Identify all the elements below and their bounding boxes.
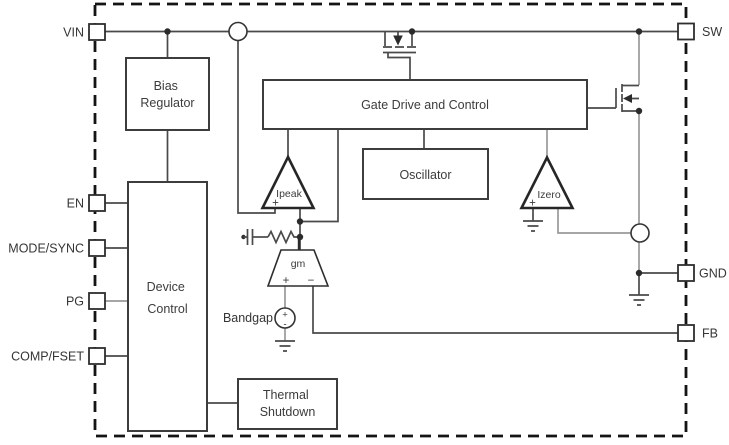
device-control-label: Device Control — [147, 280, 189, 316]
ipeak-plus-wire — [237, 41, 276, 214]
vin-pin — [88, 23, 106, 41]
pin-label-pg: PG — [66, 295, 84, 309]
pin-label-en: EN — [67, 197, 84, 211]
fb-wire — [312, 286, 678, 334]
comp-node-stub — [300, 129, 339, 223]
pin-label-comp-fset: COMP/FSET — [11, 350, 84, 364]
junction-dot — [635, 269, 643, 277]
gate-drive-block — [262, 79, 588, 130]
mode-sync-pin — [88, 239, 106, 257]
ground-icon — [523, 220, 543, 232]
junction-dot — [635, 28, 643, 35]
bandgap-label: Bandgap — [223, 311, 273, 325]
gm-plus-sign: + — [283, 275, 290, 287]
junction-dot — [296, 218, 304, 225]
fb-pin — [677, 324, 695, 342]
pg-pin — [88, 292, 106, 310]
source-minus-sign: - — [283, 320, 286, 331]
en-pin — [88, 194, 106, 212]
bias-regulator-block — [125, 57, 210, 131]
ic-boundary — [93, 2, 688, 438]
pmos-transistor-icon — [383, 31, 416, 80]
pin-label-fb: FB — [702, 327, 718, 341]
junction-dot — [164, 28, 171, 35]
ipeak-label: Ipeak — [276, 188, 302, 200]
pin-leads — [103, 202, 128, 357]
current-sense-icon — [228, 21, 248, 42]
ground-icon — [275, 340, 295, 352]
ipeak-comparator: Ipeak + — [260, 154, 316, 210]
junction-dot — [408, 28, 416, 35]
pmos-gate-lead — [387, 52, 411, 80]
source-plus-sign: + — [282, 310, 288, 321]
sw-pin — [677, 22, 695, 41]
gm-error-amplifier: gm + − — [266, 249, 330, 287]
capacitor-icon — [246, 229, 254, 245]
junction-dot — [635, 107, 643, 115]
device-control-block — [127, 181, 208, 432]
bandgap-voltage-source-icon: + - — [274, 307, 296, 331]
resistor-icon — [267, 229, 300, 245]
thermal-shutdown-block — [237, 378, 338, 430]
ground-icon — [629, 294, 649, 306]
izero-label: Izero — [537, 189, 561, 201]
pin-label-gnd: GND — [699, 267, 727, 281]
bias-regulator-label: Bias Regulator — [140, 79, 194, 110]
izero-comparator: Izero + — [519, 154, 575, 210]
oscillator-label: Oscillator — [399, 168, 451, 182]
gate-drive-label: Gate Drive and Control — [361, 98, 489, 112]
pin-label-sw: SW — [702, 25, 722, 39]
junction-dot — [296, 233, 304, 241]
gm-minus-sign: − — [308, 275, 315, 287]
pin-label-mode-sync: MODE/SYNC — [8, 242, 84, 256]
izero-minus-wire — [557, 208, 631, 234]
gnd-pin — [677, 264, 695, 282]
ipeak-plus-sign: + — [272, 198, 279, 210]
nmos-transistor-icon — [587, 31, 640, 112]
gm-label: gm — [291, 258, 306, 270]
comp-fset-pin — [88, 347, 106, 365]
thermal-shutdown-label: Thermal Shutdown — [260, 388, 316, 419]
current-sense-icon — [630, 223, 650, 243]
oscillator-block — [362, 148, 489, 200]
compensation-network — [241, 229, 300, 245]
pin-label-vin: VIN — [63, 26, 84, 40]
izero-plus-sign: + — [529, 198, 536, 210]
